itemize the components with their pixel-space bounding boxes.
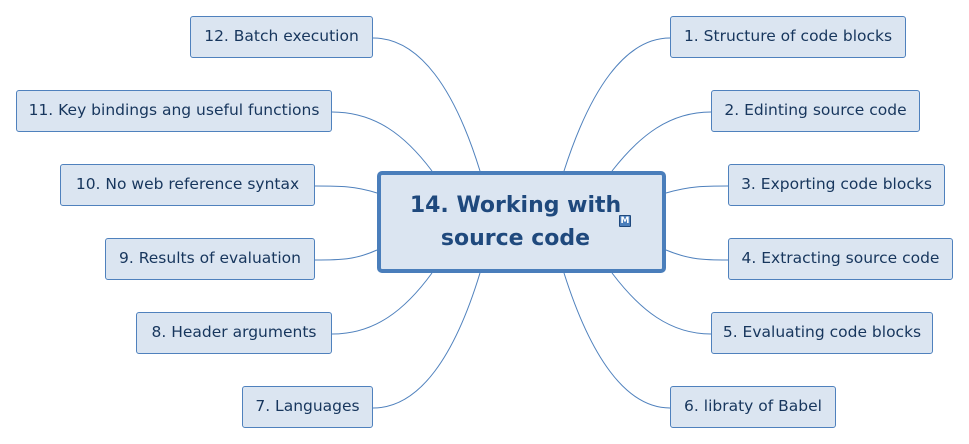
central-topic[interactable]: 14. Working with source code <box>377 171 666 273</box>
connector-t11 <box>331 111 433 172</box>
connector-t10 <box>314 185 378 194</box>
topic-header-arguments[interactable]: 8. Header arguments <box>136 312 332 354</box>
connector-t5 <box>611 272 712 335</box>
topic-exporting-code-blocks[interactable]: 3. Exporting code blocks <box>728 164 945 206</box>
topic-results-of-evaluation[interactable]: 9. Results of evaluation <box>105 238 315 280</box>
topic-no-web-reference-syntax[interactable]: 10. No web reference syntax <box>60 164 315 206</box>
connector-t2 <box>611 111 712 172</box>
topic-batch-execution[interactable]: 12. Batch execution <box>190 16 373 58</box>
connector-t8 <box>331 272 433 335</box>
connector-t9 <box>314 249 378 261</box>
topic-structure-of-code-blocks[interactable]: 1. Structure of code blocks <box>670 16 906 58</box>
topic-languages[interactable]: 7. Languages <box>242 386 373 428</box>
topic-key-bindings[interactable]: 11. Key bindings ang useful functions <box>16 90 332 132</box>
connector-t7 <box>372 272 481 409</box>
topic-library-of-babel[interactable]: 6. libraty of Babel <box>670 386 836 428</box>
topic-extracting-source-code[interactable]: 4. Extracting source code <box>728 238 953 280</box>
connector-t6 <box>563 272 671 409</box>
topic-editing-source-code[interactable]: 2. Edinting source code <box>711 90 920 132</box>
connector-t12 <box>372 37 481 172</box>
central-topic-title: 14. Working with source code <box>409 193 622 251</box>
marker-m-icon[interactable]: M <box>619 215 631 227</box>
connector-t3 <box>665 185 729 194</box>
connector-t4 <box>665 249 729 261</box>
topic-evaluating-code-blocks[interactable]: 5. Evaluating code blocks <box>711 312 933 354</box>
connector-t1 <box>563 37 671 172</box>
